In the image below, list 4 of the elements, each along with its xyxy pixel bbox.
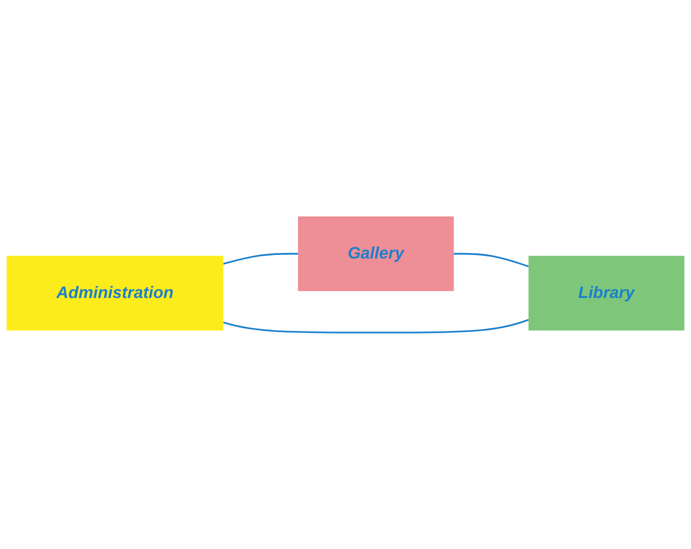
node-box: Administration [6,256,224,330]
connector [223,319,529,334]
connector [223,252,298,265]
connector [454,252,529,268]
